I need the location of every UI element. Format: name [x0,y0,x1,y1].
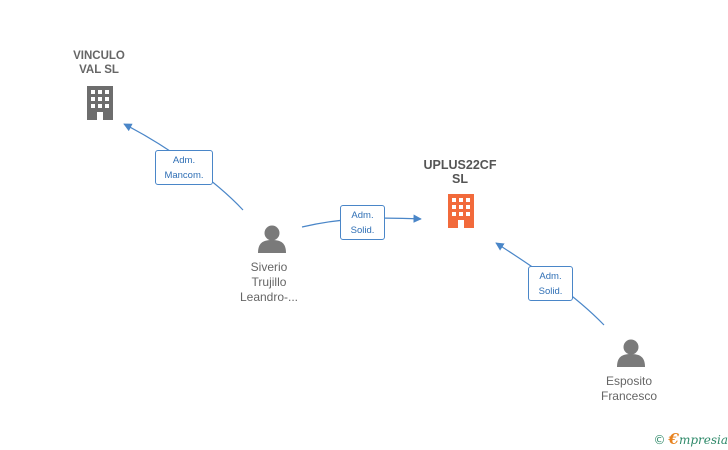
building-icon[interactable] [87,86,113,120]
building-icon[interactable] [448,194,474,228]
brand-logo-initial: € [668,430,679,448]
company-label-uplus[interactable]: UPLUS22CF SL [423,158,497,186]
edge-label-adm-solid: Adm. Solid. [340,205,385,240]
edge-label-adm-mancom: Adm. Mancom. [155,150,213,185]
brand-name: mpresia [678,433,728,447]
person-label-siverio[interactable]: Siverio Trujillo Leandro-... [239,260,299,304]
edge-label-adm-solid: Adm. Solid. [528,266,573,301]
person-icon[interactable] [617,339,645,368]
person-icon[interactable] [258,225,286,254]
empresia-watermark: ©€mpresia [654,430,728,448]
copyright-icon: © [653,433,666,447]
company-label-vinculo[interactable]: VINCULO VAL SL [73,50,125,76]
person-label-esposito[interactable]: Esposito Francesco [600,374,658,403]
